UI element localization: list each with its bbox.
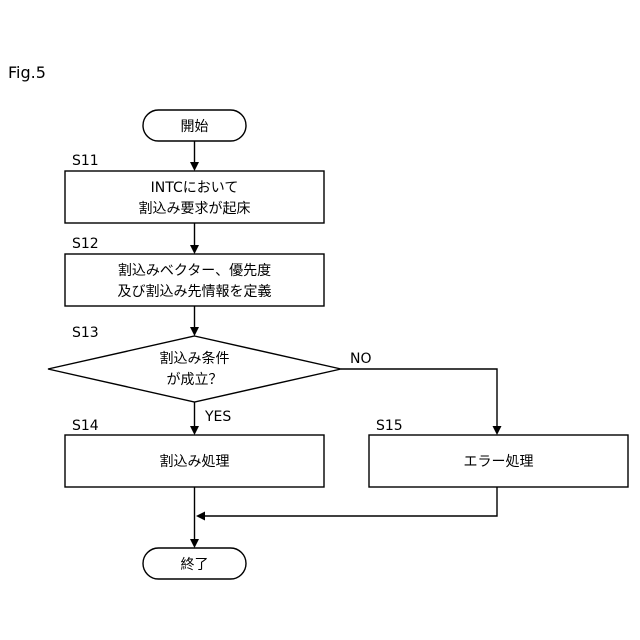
step-id-s12: S12: [72, 236, 99, 252]
arrowhead-s13-s14: [190, 426, 199, 435]
arrowhead-s12-s13: [190, 327, 199, 336]
branch-label-no: NO: [350, 351, 372, 367]
end-terminal: 終了: [143, 548, 246, 579]
process-s11-line-2: 割込み要求が起床: [139, 200, 251, 217]
process-s15-line-1: エラー処理: [464, 454, 534, 470]
decision-s13-line-2: が成立？: [167, 372, 223, 388]
decision-s13-shape: [48, 336, 341, 402]
arrowhead-start-s11: [190, 162, 199, 171]
connector-s15-merge: [203, 487, 497, 516]
process-s12: 割込みベクター、優先度 及び割込み先情報を定義: [65, 254, 324, 306]
process-s14-line-1: 割込み処理: [160, 453, 230, 470]
decision-s13-line-1: 割込み条件: [160, 350, 230, 367]
figure-label: Fig.5: [8, 63, 46, 82]
process-s11: INTCにおいて 割込み要求が起床: [65, 171, 324, 223]
arrowhead-s13-s15: [493, 426, 502, 435]
decision-s13: 割込み条件 が成立？: [48, 336, 341, 402]
process-s15: エラー処理: [369, 435, 628, 487]
connector-s13-s15: [341, 369, 497, 428]
process-s12-line-2: 及び割込み先情報を定義: [118, 283, 272, 300]
step-id-s14: S14: [72, 418, 99, 434]
end-label: 終了: [181, 557, 209, 573]
process-s12-line-1: 割込みベクター、優先度: [118, 262, 271, 279]
start-terminal: 開始: [143, 110, 246, 141]
branch-label-yes: YES: [204, 409, 231, 425]
process-s11-line-1: INTCにおいて: [151, 180, 239, 196]
process-s14: 割込み処理: [65, 435, 324, 487]
step-id-s13: S13: [72, 325, 99, 341]
arrowhead-s14-end: [190, 539, 199, 548]
arrowhead-s11-s12: [190, 245, 199, 254]
step-id-s11: S11: [72, 153, 99, 169]
arrowhead-s15-merge: [196, 512, 205, 521]
step-id-s15: S15: [376, 418, 403, 434]
start-label: 開始: [181, 119, 209, 135]
